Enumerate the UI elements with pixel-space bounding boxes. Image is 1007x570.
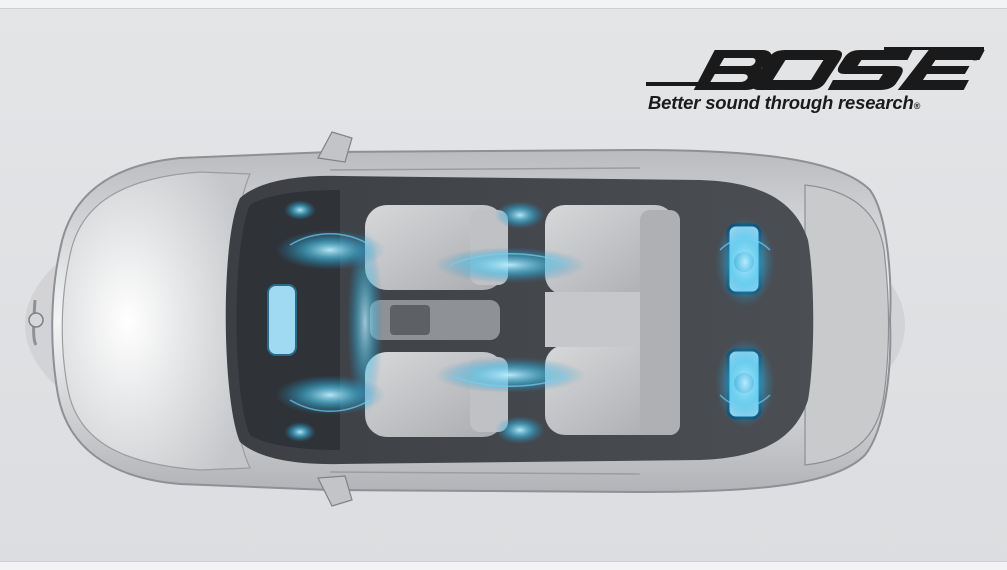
tagline-text: Better sound through research	[648, 92, 914, 113]
registered-mark: ®	[972, 54, 978, 63]
logo-tagline: Better sound through research®	[648, 92, 920, 114]
bottom-border	[0, 561, 1007, 570]
tagline-registered-mark: ®	[913, 101, 921, 111]
bose-logo: ® Better sound through research®	[646, 46, 986, 116]
bose-wordmark	[646, 47, 985, 90]
top-border	[0, 0, 1007, 9]
